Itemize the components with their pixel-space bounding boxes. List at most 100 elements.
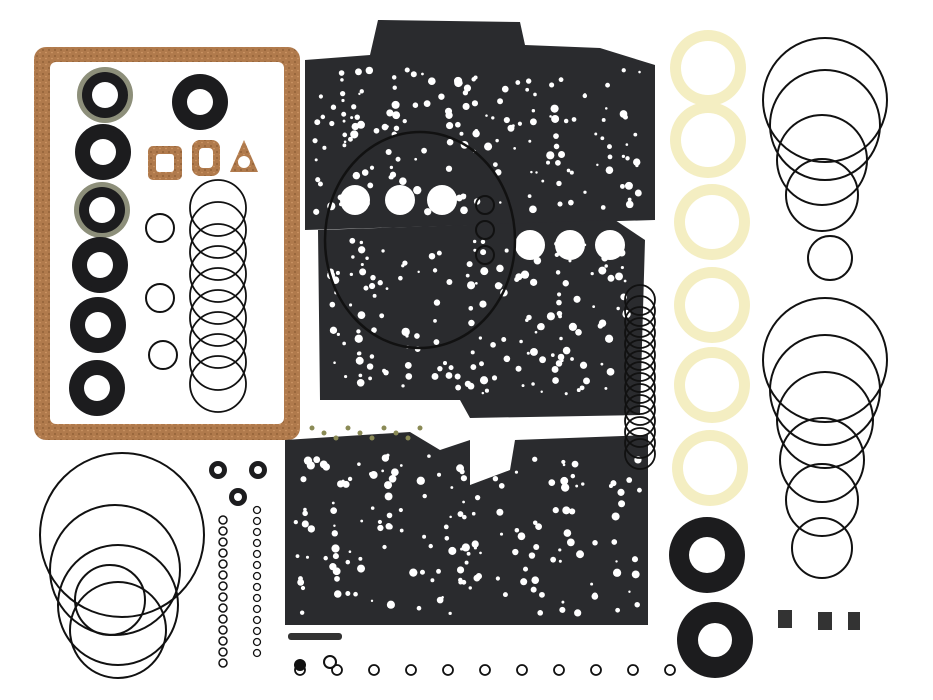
gasket-hole <box>556 310 563 317</box>
gasket-hole <box>598 266 607 275</box>
gasket-hole <box>446 122 454 130</box>
gasket-hole <box>562 506 571 515</box>
gasket-hole <box>341 111 347 117</box>
gasket-hole <box>461 543 470 552</box>
gasket-hole <box>551 366 559 373</box>
gasket-hole <box>484 142 493 151</box>
gasket-hole <box>398 275 403 281</box>
gasket-hole <box>448 611 452 616</box>
gasket-hole <box>615 272 623 281</box>
o-ring <box>145 283 175 313</box>
gasket-hole <box>351 255 355 259</box>
gasket-hole <box>322 145 327 150</box>
gasket-hole <box>520 270 530 279</box>
gasket-hole <box>414 333 420 339</box>
gasket-hole <box>615 560 618 563</box>
gasket-hole <box>455 194 463 202</box>
gasket-hole <box>533 544 540 551</box>
gasket-hole <box>370 506 375 510</box>
gasket-hole <box>349 303 353 307</box>
gasket-hole <box>359 268 367 276</box>
gasket-hole <box>558 150 566 159</box>
gasket-hole <box>527 194 532 198</box>
gasket-hole <box>333 590 342 598</box>
gasket-hole <box>441 596 444 599</box>
gasket-hole <box>498 483 505 489</box>
check-ball <box>345 425 351 431</box>
gasket-hole <box>530 586 537 593</box>
gasket-hole <box>601 118 606 122</box>
gasket-hole <box>448 365 454 371</box>
gasket-hole <box>579 361 588 369</box>
gasket-hole <box>637 487 642 493</box>
gasket-hole <box>377 280 383 286</box>
gasket-hole <box>365 256 369 260</box>
gasket-hole <box>369 354 375 359</box>
gasket-hole <box>307 525 316 533</box>
gasket-hole <box>443 524 449 530</box>
gasket-hole <box>344 374 348 379</box>
gasket-hole <box>358 92 361 96</box>
gasket-hole <box>455 384 462 391</box>
o-ring <box>189 223 247 281</box>
check-ball <box>405 435 411 441</box>
gasket-hole <box>553 143 560 150</box>
gasket-hole <box>471 77 476 82</box>
gasket-hole <box>526 351 530 355</box>
o-ring <box>475 195 495 215</box>
thrust-washer-bore <box>685 358 739 412</box>
gasket-hole <box>357 351 362 356</box>
gasket-hole <box>532 456 538 462</box>
gasket-hole <box>604 264 608 268</box>
gasket-hole <box>385 148 392 156</box>
o-ring <box>218 603 228 613</box>
check-ball <box>393 430 399 436</box>
gasket-hole <box>457 511 464 518</box>
gasket-hole <box>453 76 463 86</box>
gasket-hole <box>317 181 323 187</box>
o-ring <box>762 297 888 423</box>
gasket-hole <box>300 476 307 483</box>
gasket-hole <box>517 121 523 126</box>
o-ring <box>252 516 262 526</box>
gasket-hole <box>604 386 608 390</box>
gasket-hole <box>423 100 431 108</box>
gasket-hole <box>468 305 474 311</box>
gasket-hole <box>342 132 348 138</box>
gasket-hole <box>618 500 626 508</box>
o-ring <box>218 581 228 591</box>
gasket-hole <box>517 532 526 541</box>
gasket-hole <box>468 319 475 327</box>
gasket-hole <box>295 554 300 559</box>
gasket-hole <box>466 261 473 268</box>
gasket-hole <box>492 476 499 482</box>
o-ring <box>624 383 656 415</box>
gasket-hole <box>499 532 504 536</box>
gasket-hole <box>479 300 487 308</box>
gasket-hole <box>490 342 496 348</box>
gasket-hole <box>405 373 413 380</box>
gasket-hole <box>535 523 542 531</box>
gasket-hole <box>361 169 369 176</box>
gasket-hole <box>366 363 374 370</box>
gasket-hole <box>501 336 507 342</box>
gasket-hole <box>386 600 395 609</box>
gasket-hole <box>338 70 345 76</box>
gasket-hole <box>437 365 443 372</box>
gasket-hole <box>579 385 585 391</box>
gasket-hole <box>594 132 598 136</box>
gasket-hole <box>422 493 427 499</box>
gasket-hole <box>392 111 401 120</box>
o-ring <box>252 571 262 581</box>
o-ring <box>218 614 228 624</box>
gasket-hole <box>533 92 537 97</box>
gasket-hole <box>414 157 418 161</box>
gasket-hole <box>332 553 339 560</box>
gasket-hole <box>350 116 354 120</box>
gasket-hole <box>369 165 375 170</box>
gasket-hole <box>495 576 500 581</box>
gasket-hole <box>531 576 540 584</box>
gasket-hole <box>521 384 525 388</box>
gasket-hole <box>513 146 516 150</box>
gasket-hole <box>464 560 469 565</box>
